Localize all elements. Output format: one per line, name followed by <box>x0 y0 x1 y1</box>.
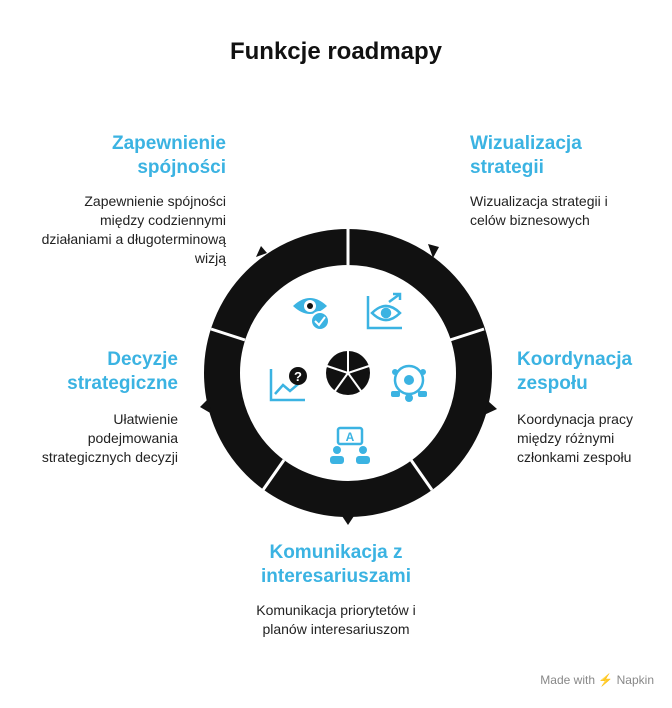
eye-check-icon <box>293 298 330 331</box>
heading-decyzje-strategiczne: Decyzje strategiczne <box>67 349 178 394</box>
desc-wizualizacja-strategii: Wizualizacja strategii i celów biznesowy… <box>470 193 608 228</box>
pie-icon <box>326 351 370 395</box>
heading-zapewnienie-spojnosci: Zapewnienie spójności <box>111 133 226 178</box>
desc-koordynacja-zespolu: Koordynacja pracy między różnymi członka… <box>517 411 633 465</box>
footer-made-with: Made with <box>540 673 595 687</box>
svg-text:?: ? <box>294 369 302 384</box>
eye-chart-icon <box>366 292 402 330</box>
napkin-logo-icon: ⚡ <box>598 673 614 687</box>
heading-wizualizacja-strategii: Wizualizacja strategii <box>470 133 582 178</box>
heading-koordynacja-zespolu: Koordynacja zespołu <box>517 349 633 394</box>
desc-decyzje-strategiczne: Ułatwienie podejmowania strategicznych d… <box>41 411 178 465</box>
heading-komunikacja-z-interesariuszami: Komunikacja z interesariuszami <box>261 542 411 587</box>
page-title: Funkcje roadmapy <box>229 38 443 65</box>
stakeholders-icon: A <box>330 426 370 464</box>
chart-question-icon: ? <box>269 367 307 402</box>
desc-komunikacja-z-interesariuszami: Komunikacja priorytetów i planów interes… <box>256 602 416 637</box>
wheel-arrows <box>200 244 497 525</box>
footer-made-with-napkin[interactable]: Made with ⚡ Napkin <box>540 673 654 687</box>
footer-brand: Napkin <box>616 673 654 687</box>
wheel-separators <box>210 229 485 491</box>
svg-text:A: A <box>346 430 355 444</box>
desc-zapewnienie-spojnosci: Zapewnienie spójności między codziennymi… <box>41 193 226 266</box>
team-gear-icon <box>391 364 427 402</box>
